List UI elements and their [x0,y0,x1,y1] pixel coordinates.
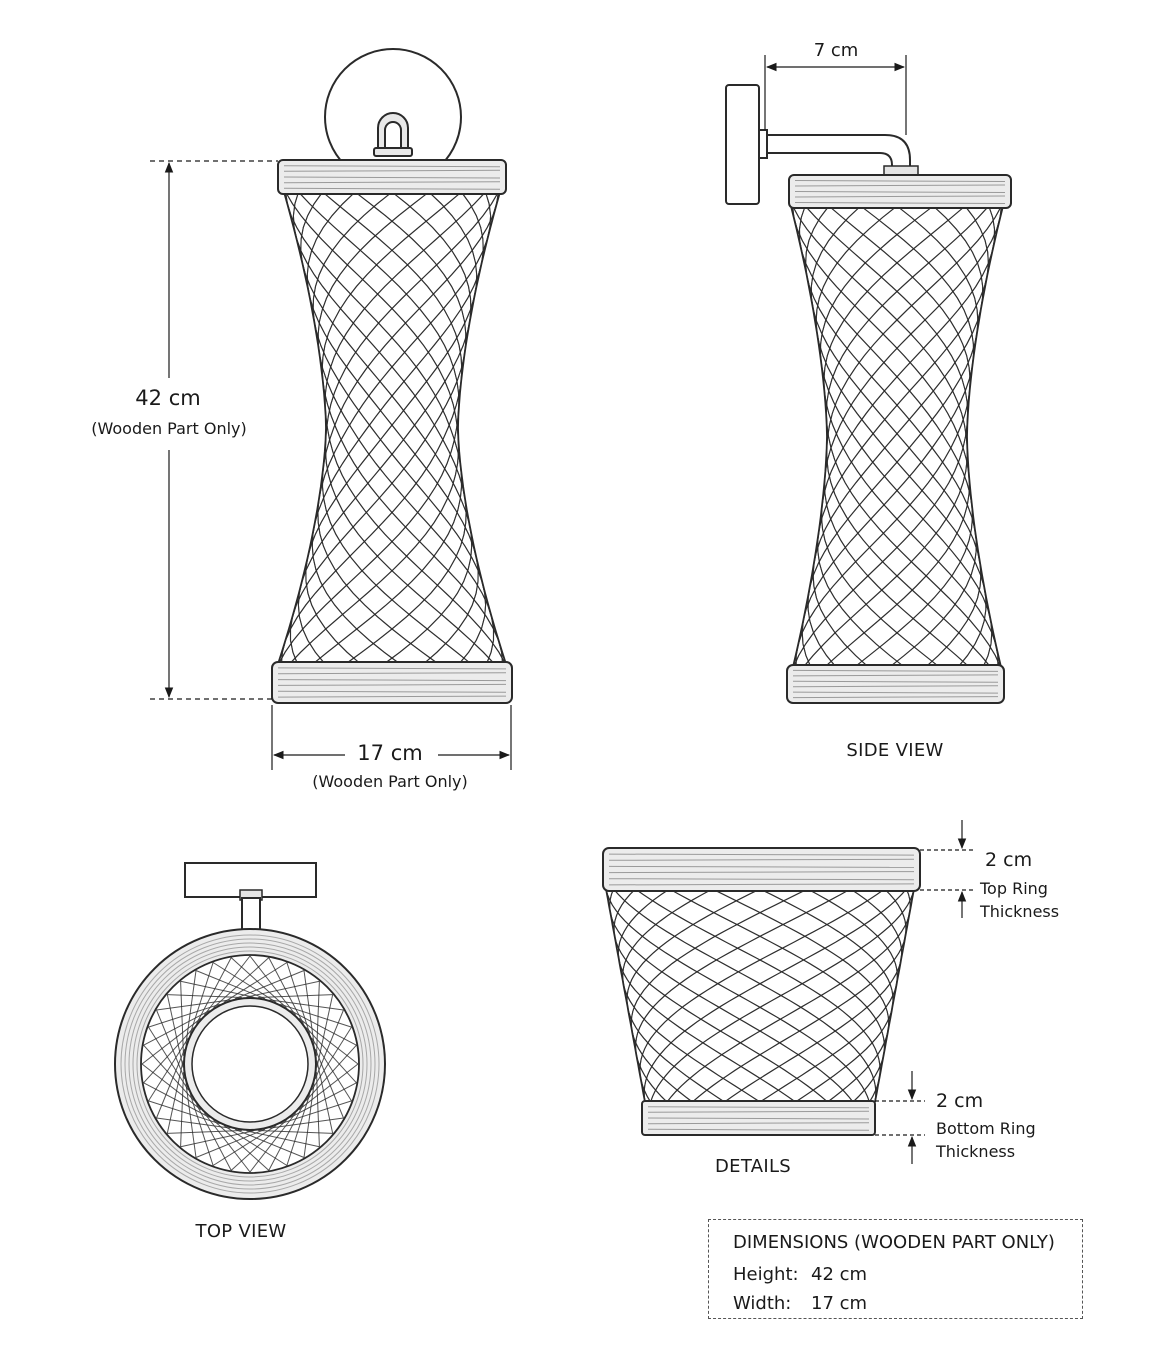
top-ring-value: 2 cm [985,849,1033,871]
height-note: (Wooden Part Only) [91,419,247,438]
top-view-caption: TOP VIEW [195,1221,287,1242]
dimensions-row-width: Width: 17 cm [733,1293,867,1314]
side-wall-plate [725,84,760,205]
arm-value: 7 cm [813,40,859,61]
front-bottom-ring [271,661,513,704]
details-caption: DETAILS [714,1156,792,1177]
front-cage-lattice [277,191,507,665]
width-dimension [271,705,512,770]
dimensions-row-value: 42 cm [811,1264,868,1285]
side-bottom-ring [786,664,1005,704]
dimensions-row-value: 17 cm [811,1293,868,1314]
side-view-caption: SIDE VIEW [846,740,944,761]
bottom-ring-value: 2 cm [936,1090,984,1112]
top-ring-label-2: Thickness [980,902,1060,921]
side-cage-lattice [790,205,1004,668]
front-hook-icon [373,112,413,157]
top-ring-label-1: Top Ring [980,879,1048,898]
bottom-ring-label-2: Thickness [936,1142,1016,1161]
dimensions-row-key: Width: [733,1293,792,1314]
height-value: 42 cm [135,386,201,410]
dimensions-box: DIMENSIONS (WOODEN PART ONLY) Height: 42 … [708,1219,1083,1319]
side-view [725,84,1012,704]
height-dimension [150,160,278,700]
details-view [602,847,921,1136]
top-view [114,862,386,1200]
dimensions-row-key: Height: [733,1264,799,1285]
top-cage-lattice [141,955,359,1173]
dimensions-row-height: Height: 42 cm [733,1264,867,1285]
bottom-ring-label-1: Bottom Ring [936,1119,1036,1138]
width-note: (Wooden Part Only) [312,772,468,791]
dimensions-title: DIMENSIONS (WOODEN PART ONLY) [733,1232,1055,1253]
detail-top-ring [602,847,921,892]
width-value: 17 cm [357,741,423,765]
arm-dimension [764,55,907,135]
front-view [271,48,513,704]
ring-thickness-dimensions [875,820,975,1164]
detail-cage-lattice [605,888,915,1103]
